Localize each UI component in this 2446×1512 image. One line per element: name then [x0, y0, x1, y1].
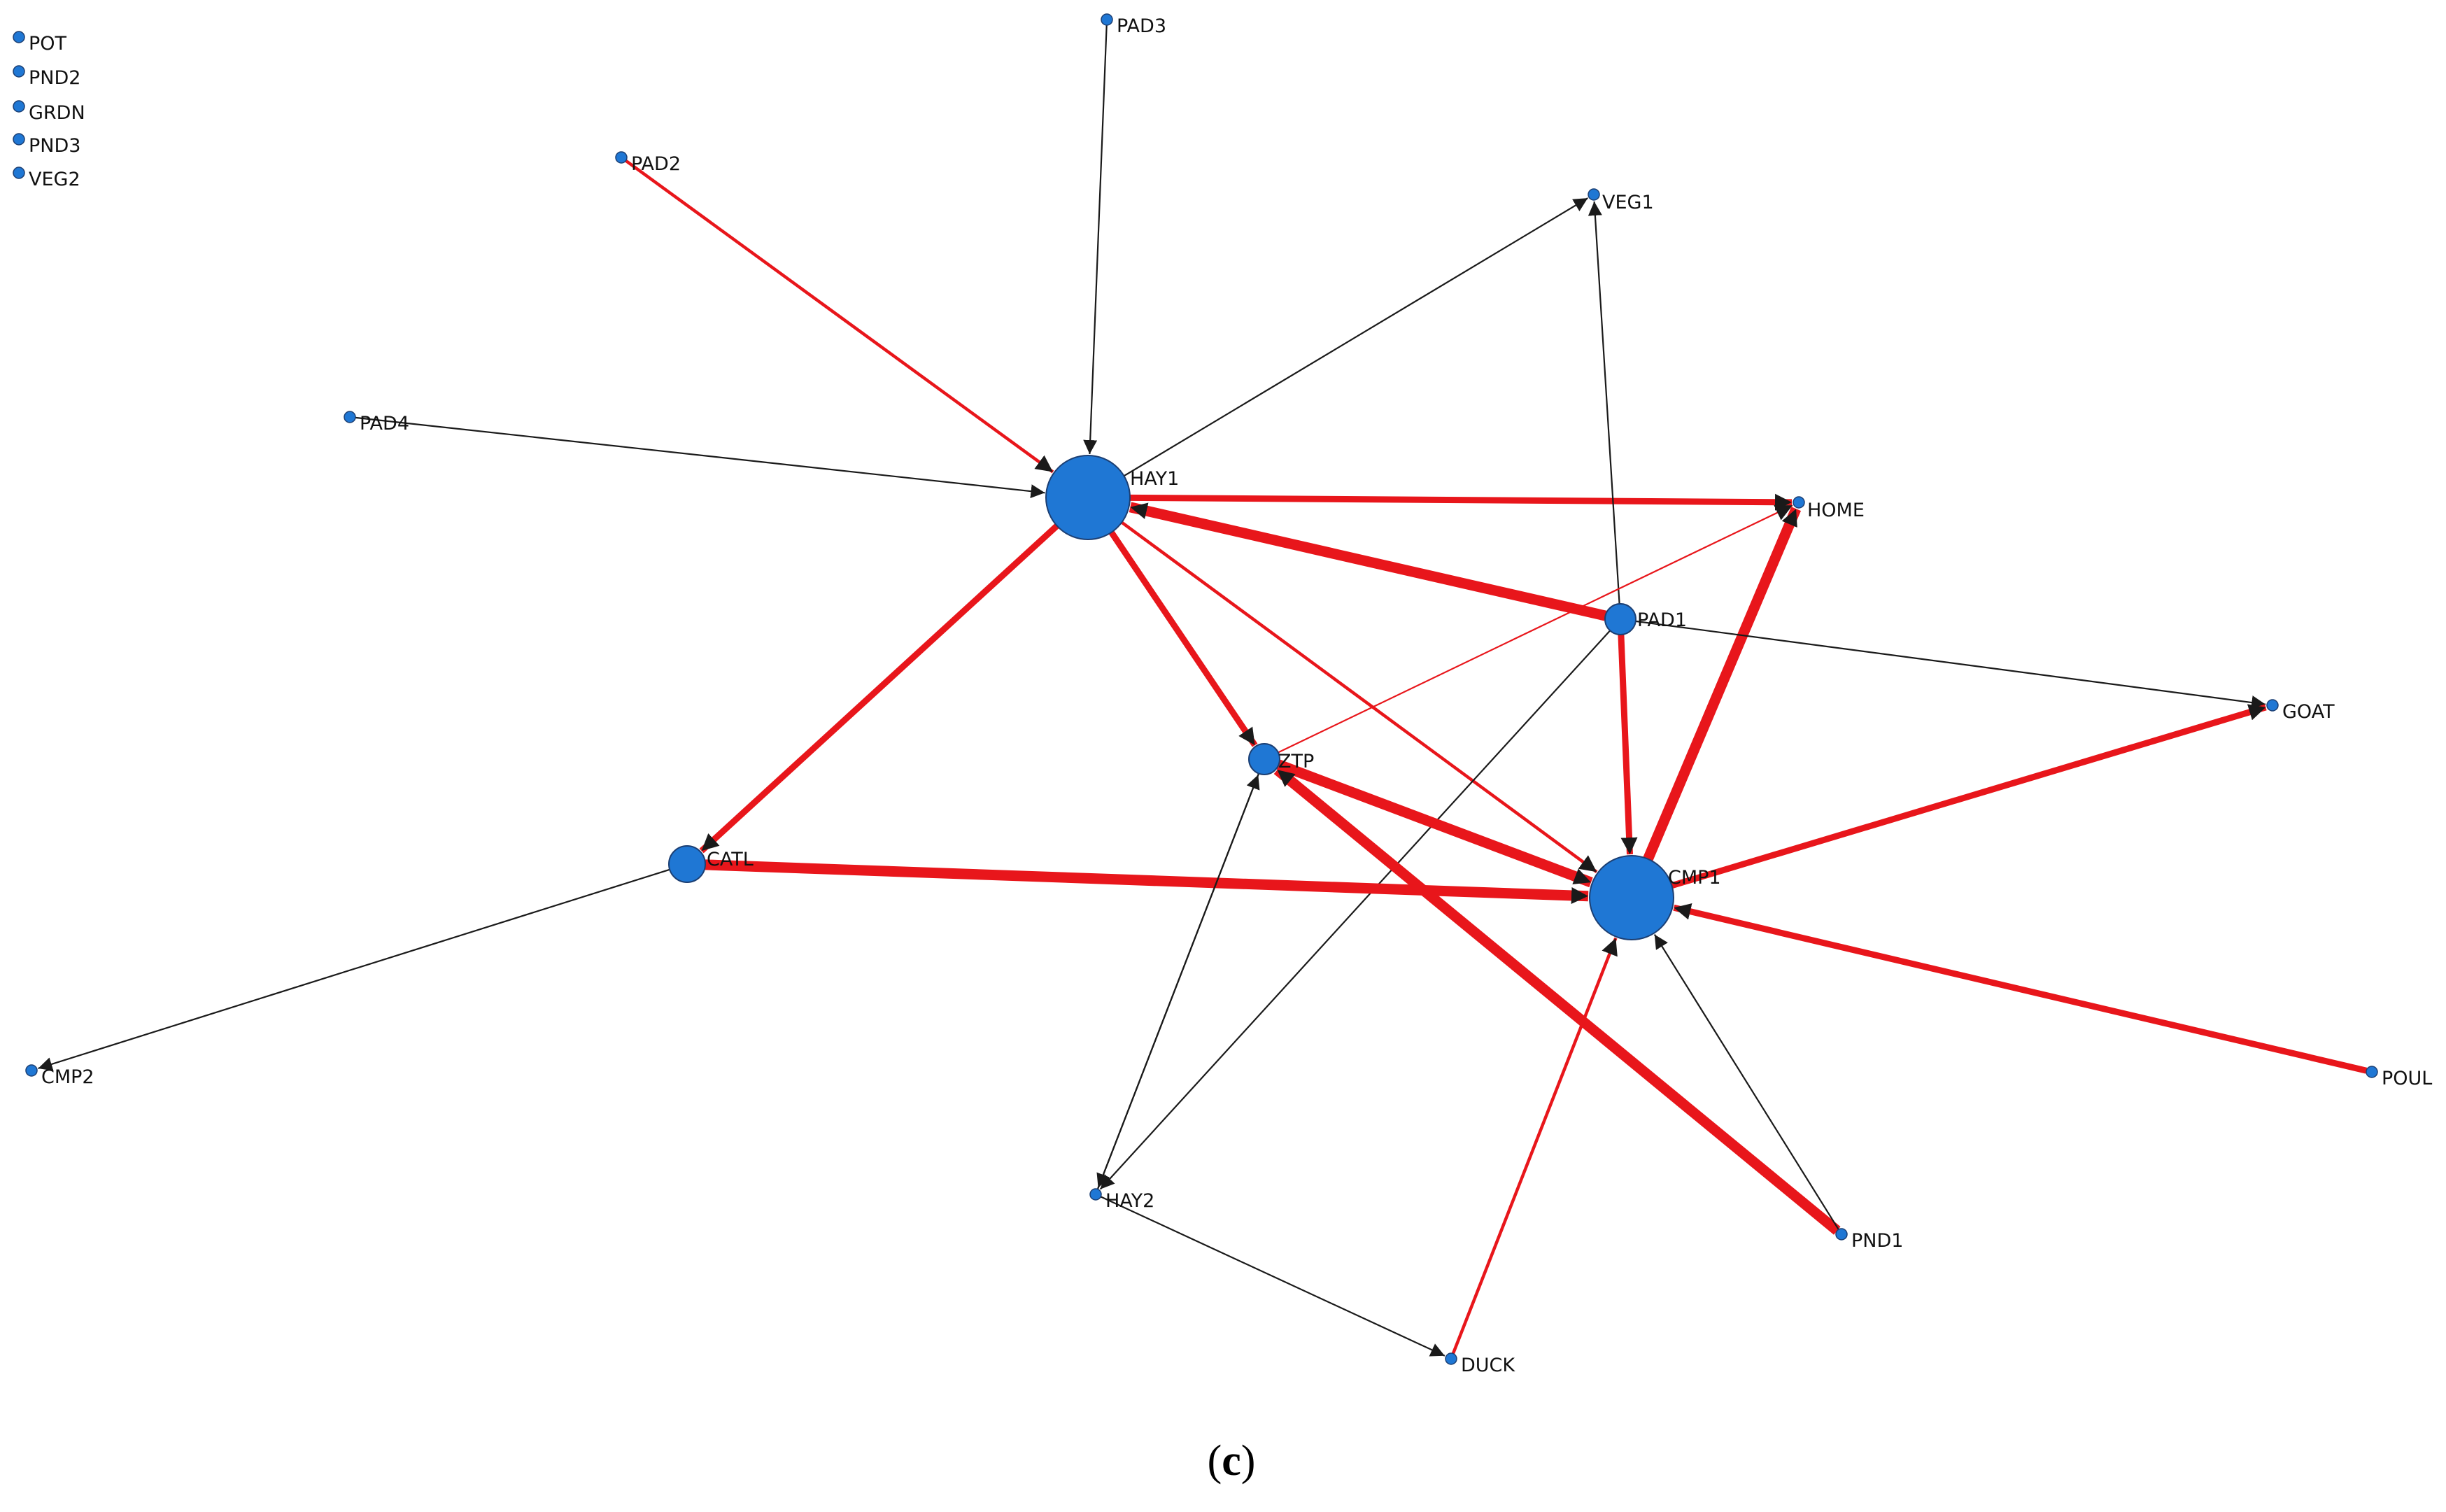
node-label-veg2: VEG2	[29, 169, 80, 190]
node-label-duck: DUCK	[1461, 1355, 1515, 1376]
node-cmp1[interactable]	[1589, 855, 1674, 940]
node-label-goat: GOAT	[2282, 701, 2335, 723]
caption-letter: c	[1222, 1437, 1241, 1485]
node-pad4[interactable]	[344, 411, 356, 423]
node-pad1[interactable]	[1604, 603, 1636, 635]
edge-hay1-to-ztp	[1108, 530, 1258, 747]
edge-hay1-to-home	[1129, 493, 1793, 511]
node-hay2[interactable]	[1089, 1188, 1102, 1201]
node-label-cmp1: CMP1	[1668, 867, 1721, 889]
node-label-pnd1: PND1	[1851, 1230, 1903, 1252]
node-label-hay1: HAY1	[1130, 468, 1179, 490]
edge-hay1-to-veg1	[1123, 197, 1588, 477]
edge-pad1-to-hay1	[1129, 502, 1607, 621]
edge-hay1-to-catl	[699, 523, 1059, 854]
node-hay1[interactable]	[1045, 455, 1131, 540]
edge-pad1-to-cmp1	[1618, 634, 1638, 855]
edge-pad2-to-hay1	[625, 159, 1054, 474]
edge-ztp-to-cmp1	[1276, 759, 1593, 888]
edge-ztp-to-home	[1278, 504, 1793, 754]
edge-pad3-to-hay1	[1083, 24, 1108, 455]
edge-hay1-to-cmp1	[1120, 521, 1598, 874]
edge-poul-to-cmp1	[1673, 903, 2368, 1074]
nodes-layer	[13, 13, 2378, 1365]
node-pot[interactable]	[13, 31, 25, 43]
node-label-pad2: PAD2	[631, 153, 681, 175]
node-poul[interactable]	[2366, 1066, 2378, 1078]
node-label-pad3: PAD3	[1117, 15, 1166, 37]
node-label-home: HOME	[1807, 500, 1865, 521]
edge-cmp1-to-home	[1643, 507, 1802, 861]
node-pad2[interactable]	[615, 151, 628, 164]
edge-pad1-to-hay2	[1099, 630, 1611, 1190]
node-veg1[interactable]	[1588, 188, 1600, 201]
edge-pad4-to-hay1	[355, 416, 1045, 499]
node-pnd2[interactable]	[13, 65, 25, 78]
edge-duck-to-cmp1	[1451, 937, 1618, 1355]
node-label-pad1: PAD1	[1637, 609, 1687, 631]
node-pnd1[interactable]	[1835, 1228, 1848, 1241]
node-cmp2[interactable]	[25, 1064, 38, 1077]
node-label-hay2: HAY2	[1105, 1190, 1154, 1212]
edge-pad1-to-goat	[1635, 620, 2266, 709]
edges-layer	[38, 24, 2368, 1357]
caption-open-paren: (	[1208, 1437, 1222, 1485]
node-label-ztp: ZTP	[1278, 751, 1314, 772]
node-label-poul: POUL	[2382, 1068, 2432, 1089]
node-label-pad4: PAD4	[360, 413, 409, 434]
edge-cmp1-to-goat	[1671, 704, 2267, 889]
figure-caption: (c)	[1208, 1437, 1256, 1485]
edge-pad1-to-veg1	[1588, 201, 1620, 605]
edge-catl-to-cmp1	[705, 859, 1589, 904]
edge-catl-to-cmp2	[38, 868, 670, 1071]
node-label-cmp2: CMP2	[41, 1066, 94, 1088]
node-home[interactable]	[1793, 496, 1805, 509]
node-catl[interactable]	[668, 845, 706, 883]
node-ztp[interactable]	[1248, 743, 1280, 775]
node-label-catl: CATL	[707, 849, 754, 870]
caption-close-paren: )	[1241, 1437, 1256, 1485]
node-pnd3[interactable]	[13, 133, 25, 146]
node-grdn[interactable]	[13, 100, 25, 113]
node-label-pnd3: PND3	[29, 135, 80, 157]
node-label-pot: POT	[29, 33, 67, 55]
node-duck[interactable]	[1445, 1352, 1457, 1365]
node-label-veg1: VEG1	[1602, 192, 1654, 213]
edge-hay2-to-duck	[1100, 1196, 1445, 1357]
node-veg2[interactable]	[13, 167, 25, 179]
node-pad3[interactable]	[1101, 13, 1113, 26]
node-label-pnd2: PND2	[29, 67, 80, 89]
edge-ztp-to-hay2	[1096, 773, 1260, 1189]
node-goat[interactable]	[2266, 699, 2279, 712]
edge-pnd1-to-ztp	[1273, 765, 1841, 1235]
edge-pnd1-to-cmp1	[1653, 934, 1839, 1230]
node-label-grdn: GRDN	[29, 102, 85, 124]
